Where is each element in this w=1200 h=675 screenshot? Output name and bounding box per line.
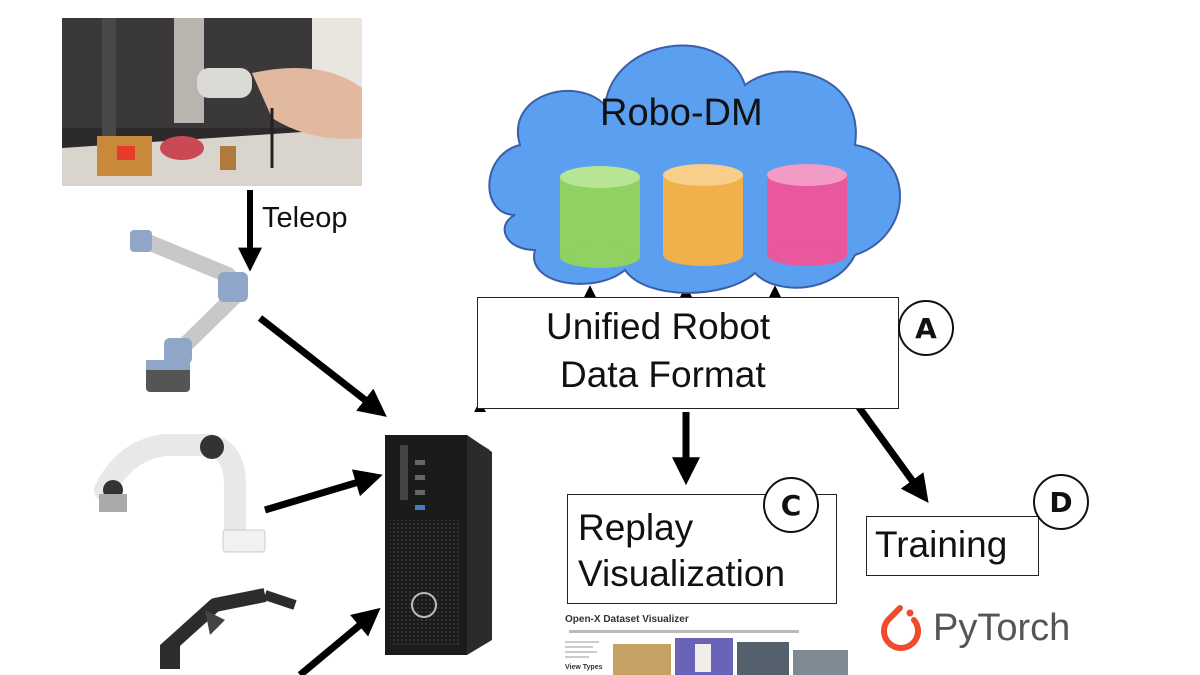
ur-to-computer-arrow: [257, 315, 387, 417]
visualizer-frame-1: [613, 644, 671, 675]
replay-box-line1: Replay: [578, 507, 694, 548]
marker-c: C: [763, 477, 819, 533]
visualizer-sidebar-heading: View Types: [565, 664, 603, 671]
franka-to-computer-arrow: [263, 469, 383, 514]
dark-arm-to-computer-arrow: [297, 607, 381, 675]
pink-database-icon: [767, 164, 847, 266]
marker-a: A: [898, 300, 954, 356]
visualizer-sidebar-lines: [565, 638, 605, 661]
orange-database-icon: [663, 164, 743, 266]
franka-robot-arm-icon: [94, 434, 266, 553]
training-box: Training: [866, 516, 1039, 576]
dataset-visualizer-thumbnail: Open-X Dataset Visualizer View Types: [565, 614, 850, 675]
cloud-title: Robo-DM: [600, 92, 763, 134]
replay-box-line2: Visualization: [578, 553, 786, 594]
desktop-computer-icon: [385, 435, 492, 655]
visualizer-frame-4: [793, 650, 848, 675]
unified-box-line2: Data Format: [560, 354, 766, 395]
visualizer-frame-3: [737, 642, 789, 675]
dark-robot-arm-icon: [160, 588, 297, 669]
unified-box-line1: Unified Robot: [546, 306, 771, 347]
teleop-label: Teleop: [262, 202, 348, 234]
visualizer-title: Open-X Dataset Visualizer: [565, 614, 689, 625]
visualizer-subtitle-line: [569, 630, 799, 633]
teleop-photo: [62, 18, 362, 186]
ur-robot-arm-icon: [130, 230, 248, 392]
unified-data-format-box: Unified Robot Data Format: [477, 297, 899, 409]
green-database-icon: [560, 166, 640, 268]
training-label: Training: [875, 524, 1008, 565]
pytorch-wordmark: PyTorch: [933, 607, 1071, 649]
pytorch-logo-icon: [881, 605, 921, 651]
visualizer-frame-2: [675, 638, 733, 675]
box-to-training-arrow: [855, 403, 929, 504]
robo-dm-cloud: [488, 44, 901, 294]
marker-d: D: [1033, 474, 1089, 530]
